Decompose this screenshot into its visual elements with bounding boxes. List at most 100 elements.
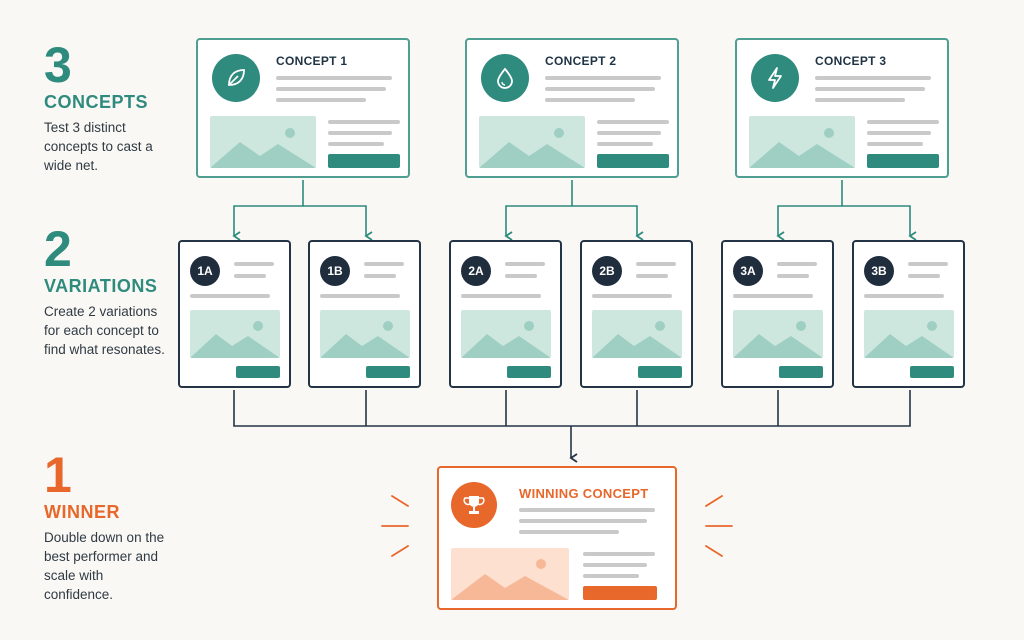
text-placeholder [597,142,653,146]
lightning-icon [751,54,799,102]
image-placeholder [190,310,280,358]
concept-title: CONCEPT 2 [545,54,617,68]
winner-heading: WINNER [44,502,120,522]
text-placeholder [545,76,661,80]
variation-card-1a[interactable]: 1A [178,240,291,388]
text-placeholder [519,508,655,512]
trophy-icon [451,482,497,528]
variation-badge: 1A [190,256,220,286]
text-placeholder [519,530,619,534]
text-placeholder [545,98,635,102]
text-placeholder [908,274,940,278]
text-placeholder [815,87,925,91]
image-placeholder [451,548,569,600]
cta-button[interactable] [597,154,669,168]
variation-card-3a[interactable]: 3A [721,240,834,388]
image-placeholder [320,310,410,358]
cta-button[interactable] [328,154,400,168]
text-placeholder [636,262,676,266]
arrow-concept3-to-3a [776,180,843,241]
cta-button[interactable] [583,586,657,600]
winning-concept-card[interactable]: WINNING CONCEPT [437,466,677,610]
leaf-icon [212,54,260,102]
cta-button[interactable] [779,366,823,378]
text-placeholder [583,552,655,556]
concepts-heading: CONCEPTS [44,92,149,112]
merge-line [233,390,911,427]
arrow-concept1-to-1a [232,180,304,241]
image-placeholder [733,310,823,358]
text-placeholder [583,563,647,567]
winner-sparkles [381,495,733,557]
image-placeholder [461,310,551,358]
cta-button[interactable] [638,366,682,378]
concept-title: CONCEPT 3 [815,54,887,68]
text-placeholder [190,294,270,298]
text-placeholder [867,131,931,135]
text-placeholder [364,274,396,278]
text-placeholder [815,76,931,80]
text-placeholder [908,262,948,266]
concepts-count: 3 [44,37,72,93]
text-placeholder [328,142,384,146]
variation-badge: 3A [733,256,763,286]
text-placeholder [328,131,392,135]
variation-badge: 2B [592,256,622,286]
image-placeholder [864,310,954,358]
text-placeholder [276,98,366,102]
text-placeholder [597,120,669,124]
text-placeholder [733,294,813,298]
concept-title: CONCEPT 1 [276,54,348,68]
text-placeholder [597,131,661,135]
image-placeholder [210,116,316,168]
text-placeholder [777,262,817,266]
text-placeholder [867,120,939,124]
text-placeholder [777,274,809,278]
text-placeholder [320,294,400,298]
text-placeholder [636,274,668,278]
image-placeholder [749,116,855,168]
winner-description: Double down on the best performer and sc… [44,530,165,602]
text-placeholder [864,294,944,298]
text-placeholder [505,262,545,266]
cta-button[interactable] [366,366,410,378]
variation-badge: 2A [461,256,491,286]
winning-concept-title: WINNING CONCEPT [519,486,649,501]
variation-card-2b[interactable]: 2B [580,240,693,388]
droplet-icon [481,54,529,102]
concept-card-2[interactable]: CONCEPT 2 [465,38,679,178]
text-placeholder [276,76,392,80]
variation-card-1b[interactable]: 1B [308,240,421,388]
arrow-concept2-to-2b [572,205,644,241]
cta-button[interactable] [236,366,280,378]
image-placeholder [479,116,585,168]
variation-card-2a[interactable]: 2A [449,240,562,388]
variation-badge: 1B [320,256,350,286]
cta-button[interactable] [867,154,939,168]
arrow-concept2-to-2a [504,180,573,241]
concepts-description: Test 3 distinct concepts to cast a wide … [44,120,153,173]
text-placeholder [461,294,541,298]
text-placeholder [328,120,400,124]
text-placeholder [867,142,923,146]
text-placeholder [234,274,266,278]
cta-button[interactable] [507,366,551,378]
concept-card-3[interactable]: CONCEPT 3 [735,38,949,178]
variations-description: Create 2 variations for each concept to … [44,304,165,357]
variation-badge: 3B [864,256,894,286]
text-placeholder [545,87,655,91]
text-placeholder [505,274,537,278]
arrow-concept3-to-3b [842,205,917,241]
text-placeholder [583,574,639,578]
text-placeholder [815,98,905,102]
variation-card-3b[interactable]: 3B [852,240,965,388]
winner-count: 1 [44,447,72,503]
text-placeholder [592,294,672,298]
cta-button[interactable] [910,366,954,378]
arrow-concept1-to-1b [303,205,373,241]
text-placeholder [276,87,386,91]
variations-heading: VARIATIONS [44,276,158,296]
concept-card-1[interactable]: CONCEPT 1 [196,38,410,178]
image-placeholder [592,310,682,358]
